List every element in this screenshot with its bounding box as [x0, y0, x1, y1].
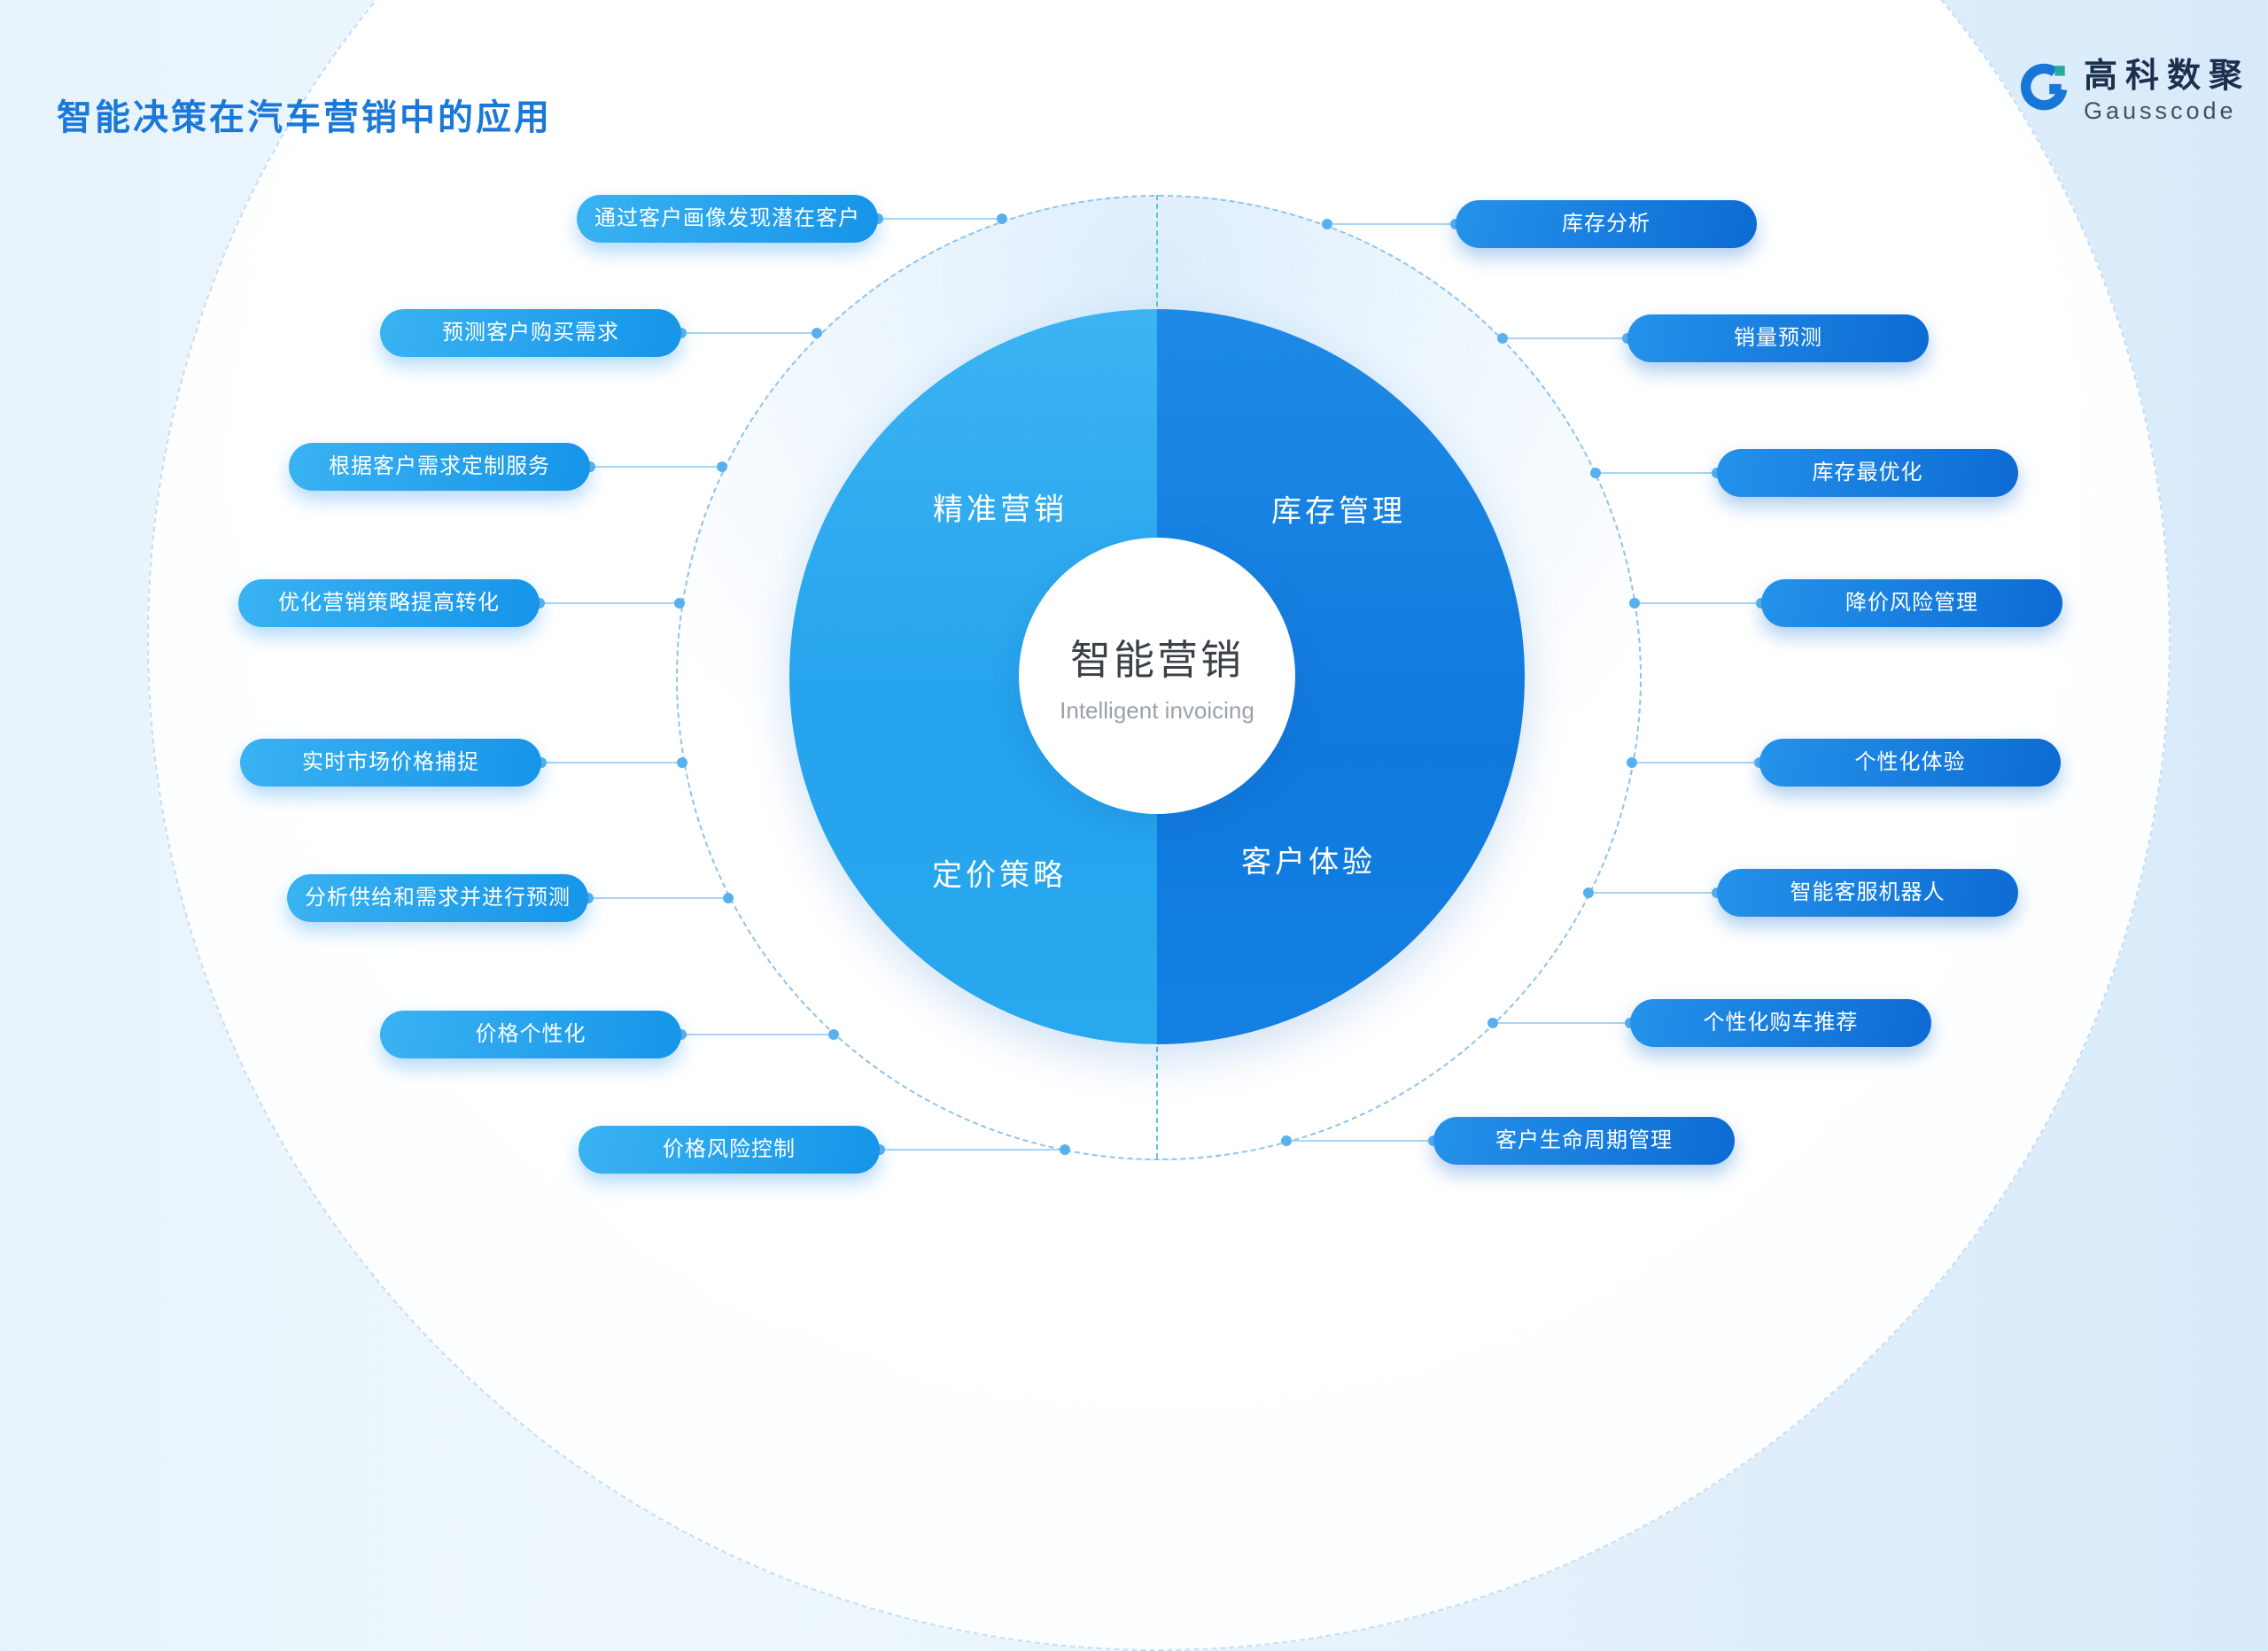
logo-subtitle: Gausscode — [2083, 97, 2237, 124]
pill-car-recommendation: 个性化购车推荐 — [1630, 999, 1931, 1047]
quadrant-pricing-strategy: 定价策略 — [932, 858, 1067, 893]
logo-text: 高科数聚 Gausscode — [2084, 58, 2250, 125]
pill-customer-lifecycle: 客户生命周期管理 — [1433, 1117, 1735, 1165]
pill-inventory-analysis: 库存分析 — [1456, 200, 1757, 248]
pill-inventory-optimization: 库存最优化 — [1717, 449, 2018, 497]
logo: 高科数聚 Gausscode — [2015, 58, 2250, 125]
pill-customer-profiling: 通过客户画像发现潜在客户 — [577, 195, 878, 243]
pill-purchase-demand: 预测客户购买需求 — [380, 309, 681, 357]
pill-price-risk-control: 价格风险控制 — [579, 1126, 880, 1174]
quadrant-inventory-management: 库存管理 — [1271, 494, 1406, 529]
logo-icon — [2015, 58, 2073, 121]
pill-market-price-capture: 实时市场价格捕捉 — [240, 739, 541, 787]
pill-custom-service: 根据客户需求定制服务 — [289, 443, 590, 491]
pill-price-personalization: 价格个性化 — [380, 1011, 681, 1058]
pill-service-chatbot: 智能客服机器人 — [1717, 869, 2018, 917]
logo-name: 高科数聚 — [2083, 58, 2250, 95]
pill-optimize-conversion: 优化营销策略提高转化 — [238, 579, 540, 627]
quadrant-customer-experience: 客户体验 — [1241, 845, 1376, 880]
pill-supply-demand-forecast: 分析供给和需求并进行预测 — [287, 874, 588, 922]
pill-personalized-experience: 个性化体验 — [1759, 739, 2061, 787]
center-subtitle: Intelligent invoicing — [1060, 696, 1254, 724]
center-hub: 智能营销 Intelligent invoicing — [1019, 538, 1295, 814]
page-title: 智能决策在汽车营销中的应用 — [57, 98, 552, 137]
center-title: 智能营销 — [1070, 636, 1244, 683]
pill-sales-forecast: 销量预测 — [1627, 314, 1929, 362]
quadrant-precision-marketing: 精准营销 — [933, 492, 1068, 527]
pill-markdown-risk: 降价风险管理 — [1761, 579, 2062, 627]
